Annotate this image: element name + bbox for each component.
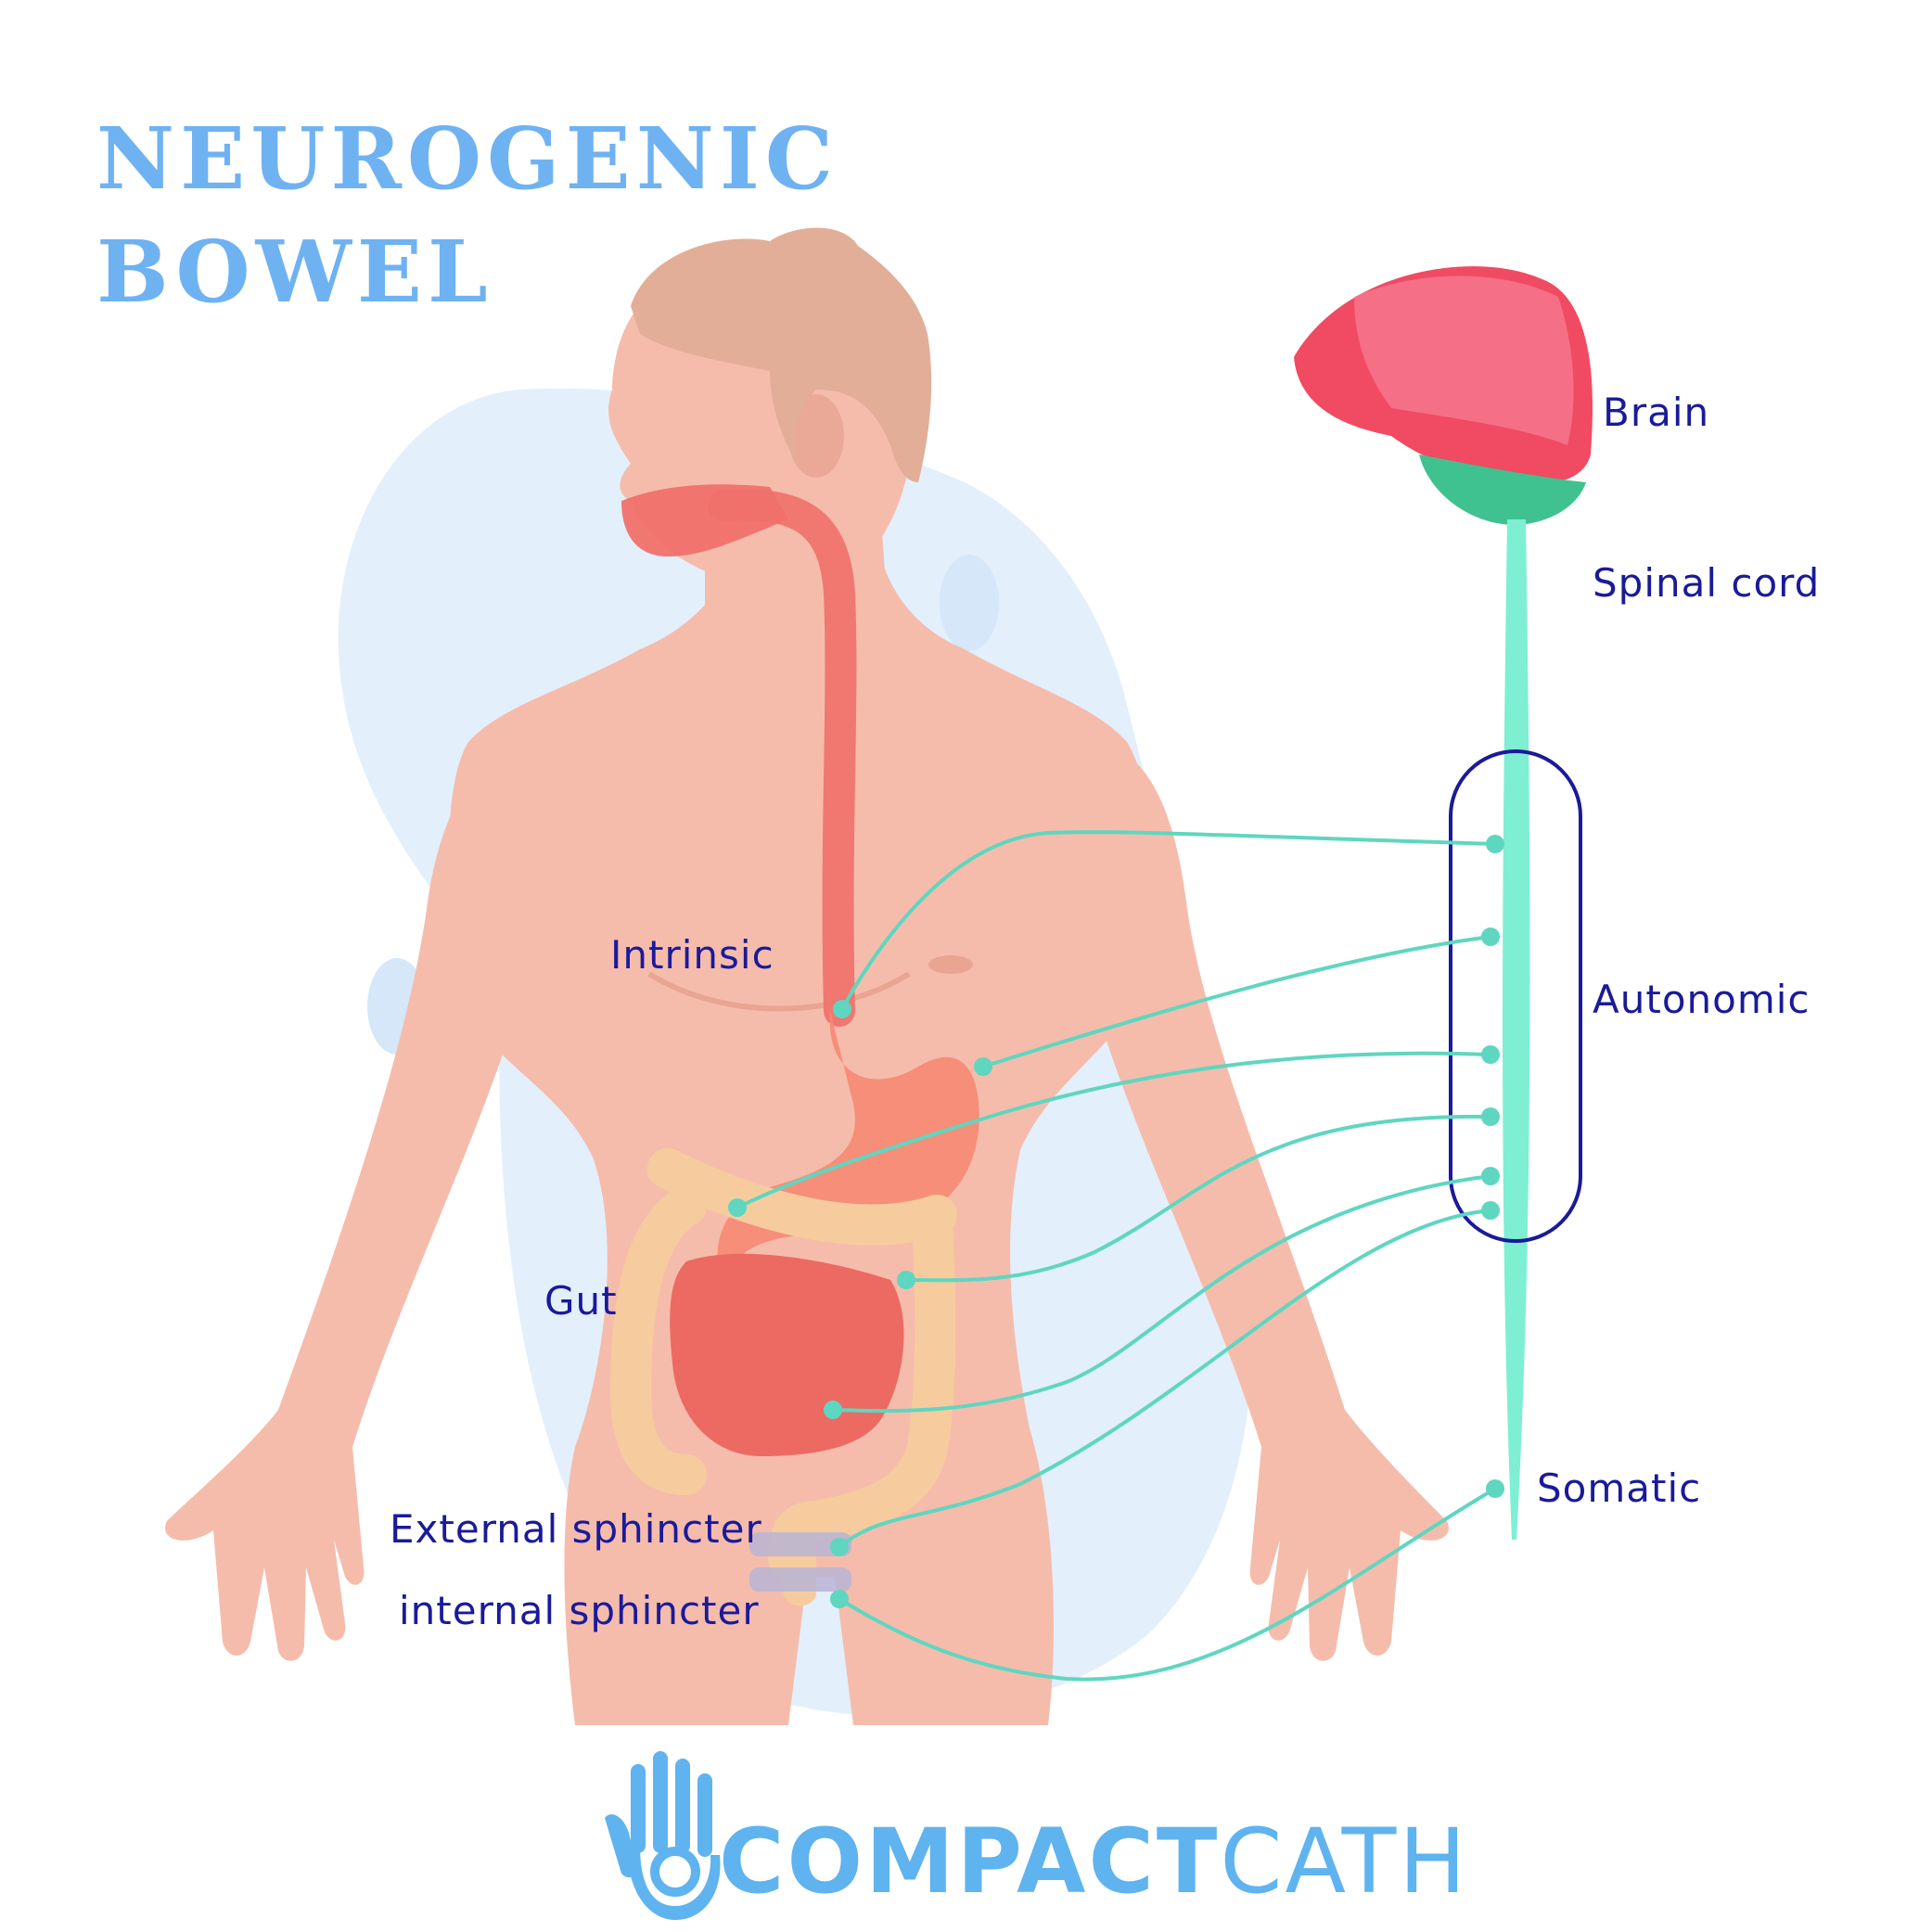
internal-sphincter bbox=[749, 1567, 851, 1592]
chest-line bbox=[647, 971, 911, 1012]
nerve-colon-upper bbox=[736, 1051, 1491, 1209]
label-brain: Brain bbox=[1603, 390, 1710, 435]
endpoint-somatic bbox=[1486, 1479, 1504, 1498]
endpoint-intrinsic bbox=[833, 1000, 851, 1018]
stomach bbox=[717, 1011, 979, 1308]
compactcath-logo-icon bbox=[605, 1751, 721, 1920]
nerve-small-intestine bbox=[832, 1174, 1491, 1414]
title-line-1: NEUROGENIC bbox=[96, 109, 839, 209]
cerebellum bbox=[1419, 454, 1586, 525]
endpoint-autonomic-1 bbox=[1486, 835, 1504, 853]
label-spinal-cord: Spinal cord bbox=[1593, 560, 1821, 606]
endpoint-internal-sphincter bbox=[830, 1590, 849, 1608]
left-arm bbox=[165, 742, 519, 1661]
ear bbox=[788, 394, 844, 478]
right-arm bbox=[1094, 742, 1449, 1661]
brain-highlight bbox=[1354, 275, 1574, 445]
label-gut: Gut bbox=[544, 1278, 618, 1324]
autonomic-region-outline bbox=[1449, 749, 1582, 1243]
brand-light: CATH bbox=[1220, 1810, 1469, 1913]
endpoint-autonomic-2 bbox=[1481, 928, 1500, 946]
endpoint-colon-right bbox=[897, 1271, 915, 1289]
endpoint-autonomic-3 bbox=[1481, 1045, 1500, 1064]
external-sphincter bbox=[749, 1532, 851, 1556]
digestive-system bbox=[609, 484, 979, 1606]
endpoint-autonomic-5 bbox=[1481, 1167, 1500, 1185]
endpoint-autonomic-4 bbox=[1481, 1107, 1500, 1126]
hair bbox=[631, 227, 932, 482]
brain-illustration bbox=[1294, 266, 1593, 1540]
nerve-colon-right bbox=[905, 1114, 1491, 1283]
nerve-intrinsic bbox=[840, 830, 1496, 1010]
label-internal-sphincter: internal sphincter bbox=[399, 1588, 760, 1633]
title-line-2: BOWEL bbox=[96, 222, 493, 322]
label-autonomic: Autonomic bbox=[1593, 977, 1810, 1022]
background-blob-small-1 bbox=[940, 555, 999, 651]
nerve-endpoints bbox=[728, 835, 1504, 1608]
brand-bold: COMPACT bbox=[719, 1810, 1221, 1913]
label-intrinsic: Intrinsic bbox=[610, 932, 774, 978]
nerve-somatic bbox=[838, 1487, 1497, 1682]
endpoint-small-intestine bbox=[824, 1401, 842, 1419]
spinal-cord bbox=[1503, 519, 1530, 1540]
esophagus bbox=[708, 489, 857, 1027]
endpoint-external-sphincter bbox=[830, 1538, 849, 1556]
endpoint-colon-upper bbox=[728, 1198, 747, 1217]
page-title: NEUROGENIC BOWEL bbox=[96, 102, 838, 328]
small-intestine bbox=[670, 1253, 904, 1456]
endpoint-autonomic-6 bbox=[1481, 1201, 1500, 1220]
endpoint-stomach bbox=[974, 1057, 992, 1076]
nerve-stomach bbox=[982, 935, 1491, 1068]
nerve-connections bbox=[736, 830, 1497, 1682]
human-body bbox=[165, 227, 1449, 1725]
nipple bbox=[928, 955, 973, 974]
brand-wordmark: COMPACTCATH bbox=[719, 1810, 1468, 1913]
nerve-external-sphincter bbox=[838, 1209, 1491, 1549]
label-external-sphincter: External sphincter bbox=[390, 1506, 762, 1552]
label-somatic: Somatic bbox=[1537, 1465, 1702, 1511]
